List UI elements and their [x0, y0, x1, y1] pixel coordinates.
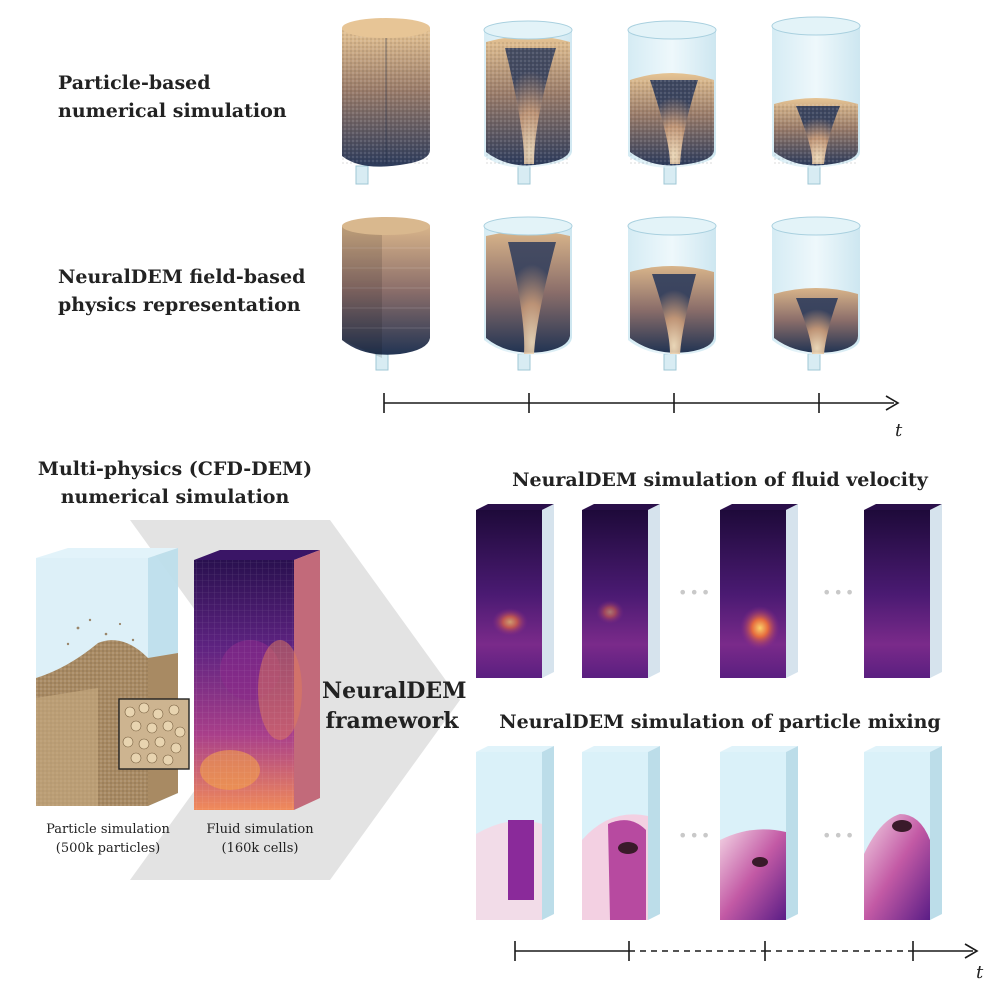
- cfd-title-line2: numerical simulation: [60, 486, 290, 508]
- bottom-timeline-arrowhead: [964, 943, 979, 959]
- velocity-boxes-row: [476, 504, 942, 678]
- velocity-box-2: [582, 504, 660, 678]
- particle-simulation-box: [36, 548, 178, 806]
- particle-silos-row: [342, 16, 861, 185]
- velocity-title: NeuralDEM simulation of fluid velocity: [512, 469, 928, 491]
- particle-silo-3: [627, 20, 717, 185]
- fluid-caption-line2: (160k cells): [221, 841, 299, 856]
- velocity-box-4: [864, 504, 942, 678]
- particle-silo-1: [342, 18, 430, 185]
- row1-label-line2: numerical simulation: [58, 100, 287, 122]
- mixing-ellipsis-1: •••: [678, 826, 713, 845]
- field-silo-4: [771, 216, 861, 371]
- bottom-timeline: [514, 941, 979, 961]
- top-time-label: t: [895, 420, 903, 441]
- mixing-box-4: [864, 746, 942, 920]
- row1-label: Particle-based numerical simulation: [58, 69, 298, 125]
- field-silo-3: [627, 216, 717, 371]
- mixing-ellipsis-2: •••: [822, 826, 857, 845]
- row2-label-line1: NeuralDEM field-based: [58, 266, 306, 288]
- framework-label-line2: framework: [325, 708, 459, 734]
- field-silos-row: [342, 216, 861, 371]
- fluid-caption: Fluid simulation (160k cells): [185, 820, 335, 858]
- cfd-title-line1: Multi-physics (CFD-DEM): [37, 458, 313, 480]
- velocity-box-3: [720, 504, 798, 678]
- particle-zoom-inset: [118, 698, 190, 770]
- row2-label: NeuralDEM field-based physics representa…: [58, 263, 318, 319]
- particle-caption-line1: Particle simulation: [46, 822, 170, 837]
- mixing-box-1: [476, 746, 554, 920]
- velocity-box-1: [476, 504, 554, 678]
- mixing-box-3: [720, 746, 798, 920]
- framework-label-line1: NeuralDEM: [322, 678, 467, 704]
- cfd-title: Multi-physics (CFD-DEM) numerical simula…: [30, 455, 320, 511]
- mixing-title: NeuralDEM simulation of particle mixing: [499, 711, 941, 733]
- field-silo-1: [342, 217, 430, 371]
- velocity-ellipsis-2: •••: [822, 583, 857, 602]
- mixing-box-2: [582, 746, 660, 920]
- top-timeline: [383, 393, 900, 413]
- row2-label-line2: physics representation: [58, 294, 301, 316]
- mixing-boxes-row: [476, 746, 942, 920]
- velocity-ellipsis-1: •••: [678, 583, 713, 602]
- fluid-caption-line1: Fluid simulation: [206, 822, 314, 837]
- fluid-simulation-box: [194, 550, 320, 810]
- particle-silo-4: [771, 16, 861, 185]
- top-timeline-arrowhead: [885, 395, 900, 411]
- framework-label: NeuralDEM framework: [322, 676, 467, 736]
- particle-caption: Particle simulation (500k particles): [18, 820, 198, 858]
- bottom-time-label: t: [976, 962, 984, 983]
- particle-caption-line2: (500k particles): [55, 841, 161, 856]
- field-silo-2: [483, 216, 573, 371]
- row1-label-line1: Particle-based: [58, 72, 211, 94]
- particle-silo-2: [483, 20, 573, 185]
